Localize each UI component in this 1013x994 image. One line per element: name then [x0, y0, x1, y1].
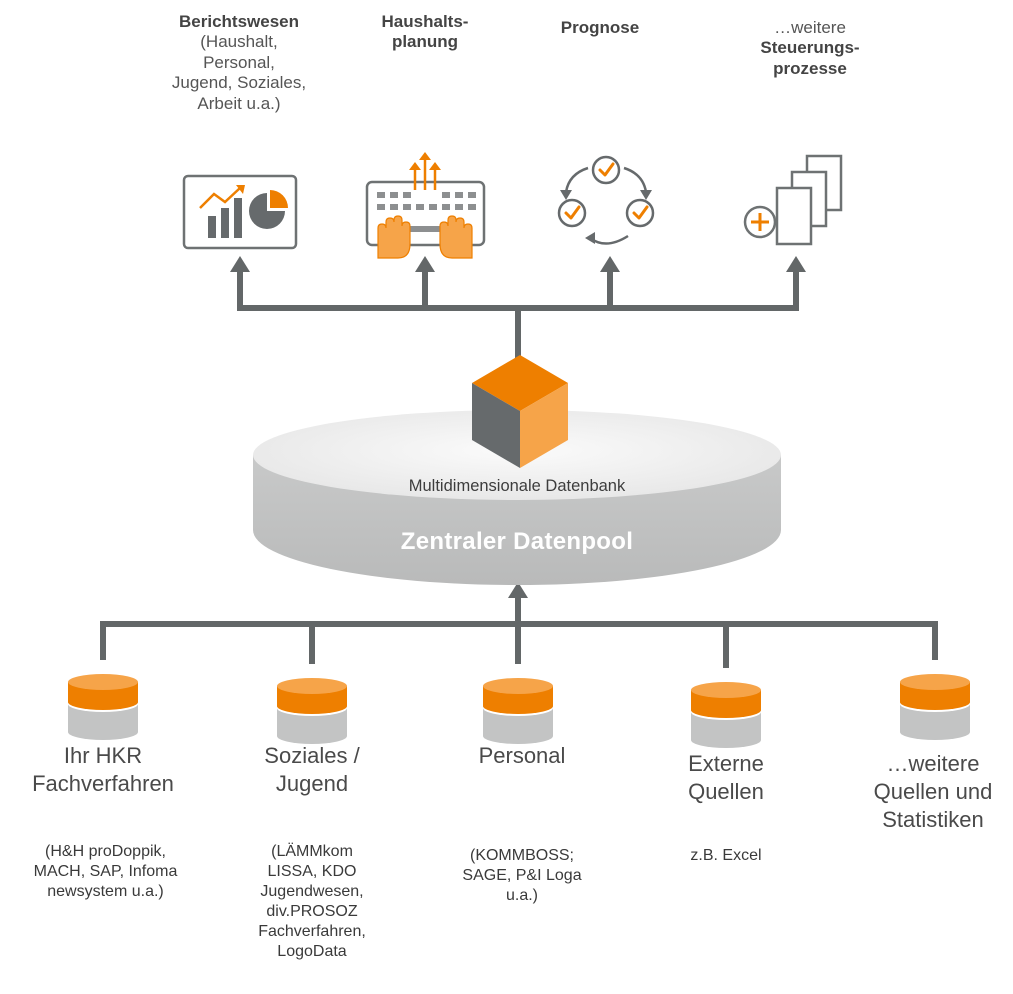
report-chart-icon	[182, 174, 298, 250]
target-detail: Arbeit u.a.)	[197, 93, 281, 113]
source-title-line: Personal	[478, 743, 566, 768]
target-detail: Personal,	[203, 52, 275, 72]
target-title: Haushalts-	[381, 12, 469, 31]
source-title-soziales: Soziales / Jugend	[222, 742, 402, 798]
source-note-hkr: (H&H proDoppik, MACH, SAP, Infoma newsys…	[13, 842, 198, 902]
target-title: Steuerungs-	[760, 38, 860, 58]
source-note-line: Fachverfahren,	[258, 923, 366, 940]
keyboard-upload-icon	[365, 152, 486, 259]
target-haushaltsplanung: Haushalts- planung	[350, 12, 500, 53]
source-note-line: SAGE, P&I Loga	[462, 867, 582, 884]
source-title-hkr: Ihr HKR Fachverfahren	[13, 742, 193, 798]
output-arrowheads	[230, 256, 806, 272]
source-title-line: Quellen und	[873, 778, 993, 804]
source-note-line: LISSA, KDO	[267, 863, 357, 880]
target-title: planung	[391, 32, 459, 52]
source-note-line: LogoData	[277, 943, 347, 960]
documents-add-icon	[743, 154, 843, 246]
database-icon	[277, 678, 347, 744]
target-title: Prognose	[560, 18, 640, 37]
source-note-externe: z.B. Excel	[641, 846, 811, 866]
target-prognose: Prognose	[535, 18, 665, 38]
source-title-line: …weitere	[886, 751, 980, 776]
source-title-line: Fachverfahren	[32, 770, 174, 796]
target-prefix: …weitere	[774, 18, 846, 37]
source-databases	[68, 674, 970, 748]
target-weitere-steuerungsprozesse: …weitere Steuerungs- prozesse	[735, 18, 885, 79]
source-title-externe: Externe Quellen	[641, 750, 811, 806]
pool-label: Zentraler Datenpool	[400, 528, 634, 555]
pool-input-arrowhead	[508, 582, 528, 598]
source-title-line: Ihr HKR	[63, 743, 143, 768]
database-icon	[68, 674, 138, 740]
source-note-soziales: (LÄMMkom LISSA, KDO Jugendwesen, div.PRO…	[222, 842, 402, 962]
source-title-line: Jugend	[275, 770, 349, 796]
source-note-line: z.B. Excel	[690, 847, 762, 864]
source-title-line: Externe	[688, 751, 764, 776]
database-label: Multidimensionale Datenbank	[408, 477, 626, 495]
source-note-line: MACH, SAP, Infoma	[33, 863, 178, 880]
source-note-line: (KOMMBOSS;	[469, 847, 574, 864]
input-connectors	[100, 592, 938, 668]
source-note-line: (H&H proDoppik,	[45, 843, 166, 860]
source-title-line: Quellen	[688, 778, 764, 804]
target-berichtswesen: Berichtswesen (Haushalt, Personal, Jugen…	[139, 12, 339, 114]
source-note-line: div.PROSOZ	[266, 903, 358, 920]
source-note-line: u.a.)	[505, 887, 538, 904]
source-title-personal: Personal	[432, 742, 612, 770]
cube-icon	[472, 355, 568, 468]
target-title: Berichtswesen	[179, 12, 299, 31]
database-icon	[483, 678, 553, 744]
target-detail: Jugend, Soziales,	[171, 73, 307, 93]
source-title-line: Statistiken	[882, 806, 984, 832]
source-title-line: Soziales /	[264, 743, 360, 768]
target-detail: (Haushalt,	[200, 32, 278, 52]
output-connectors	[237, 268, 799, 358]
source-note-line: Jugendwesen,	[260, 883, 364, 900]
database-icon	[900, 674, 970, 740]
cycle-check-icon	[557, 155, 655, 245]
source-note-line: (LÄMMkom	[271, 843, 353, 860]
source-title-weitere: …weitere Quellen und Statistiken	[848, 750, 1013, 834]
database-icon	[691, 682, 761, 748]
target-title: prozesse	[773, 58, 847, 78]
source-note-personal: (KOMMBOSS; SAGE, P&I Loga u.a.)	[432, 846, 612, 906]
source-note-line: newsystem u.a.)	[47, 883, 164, 900]
